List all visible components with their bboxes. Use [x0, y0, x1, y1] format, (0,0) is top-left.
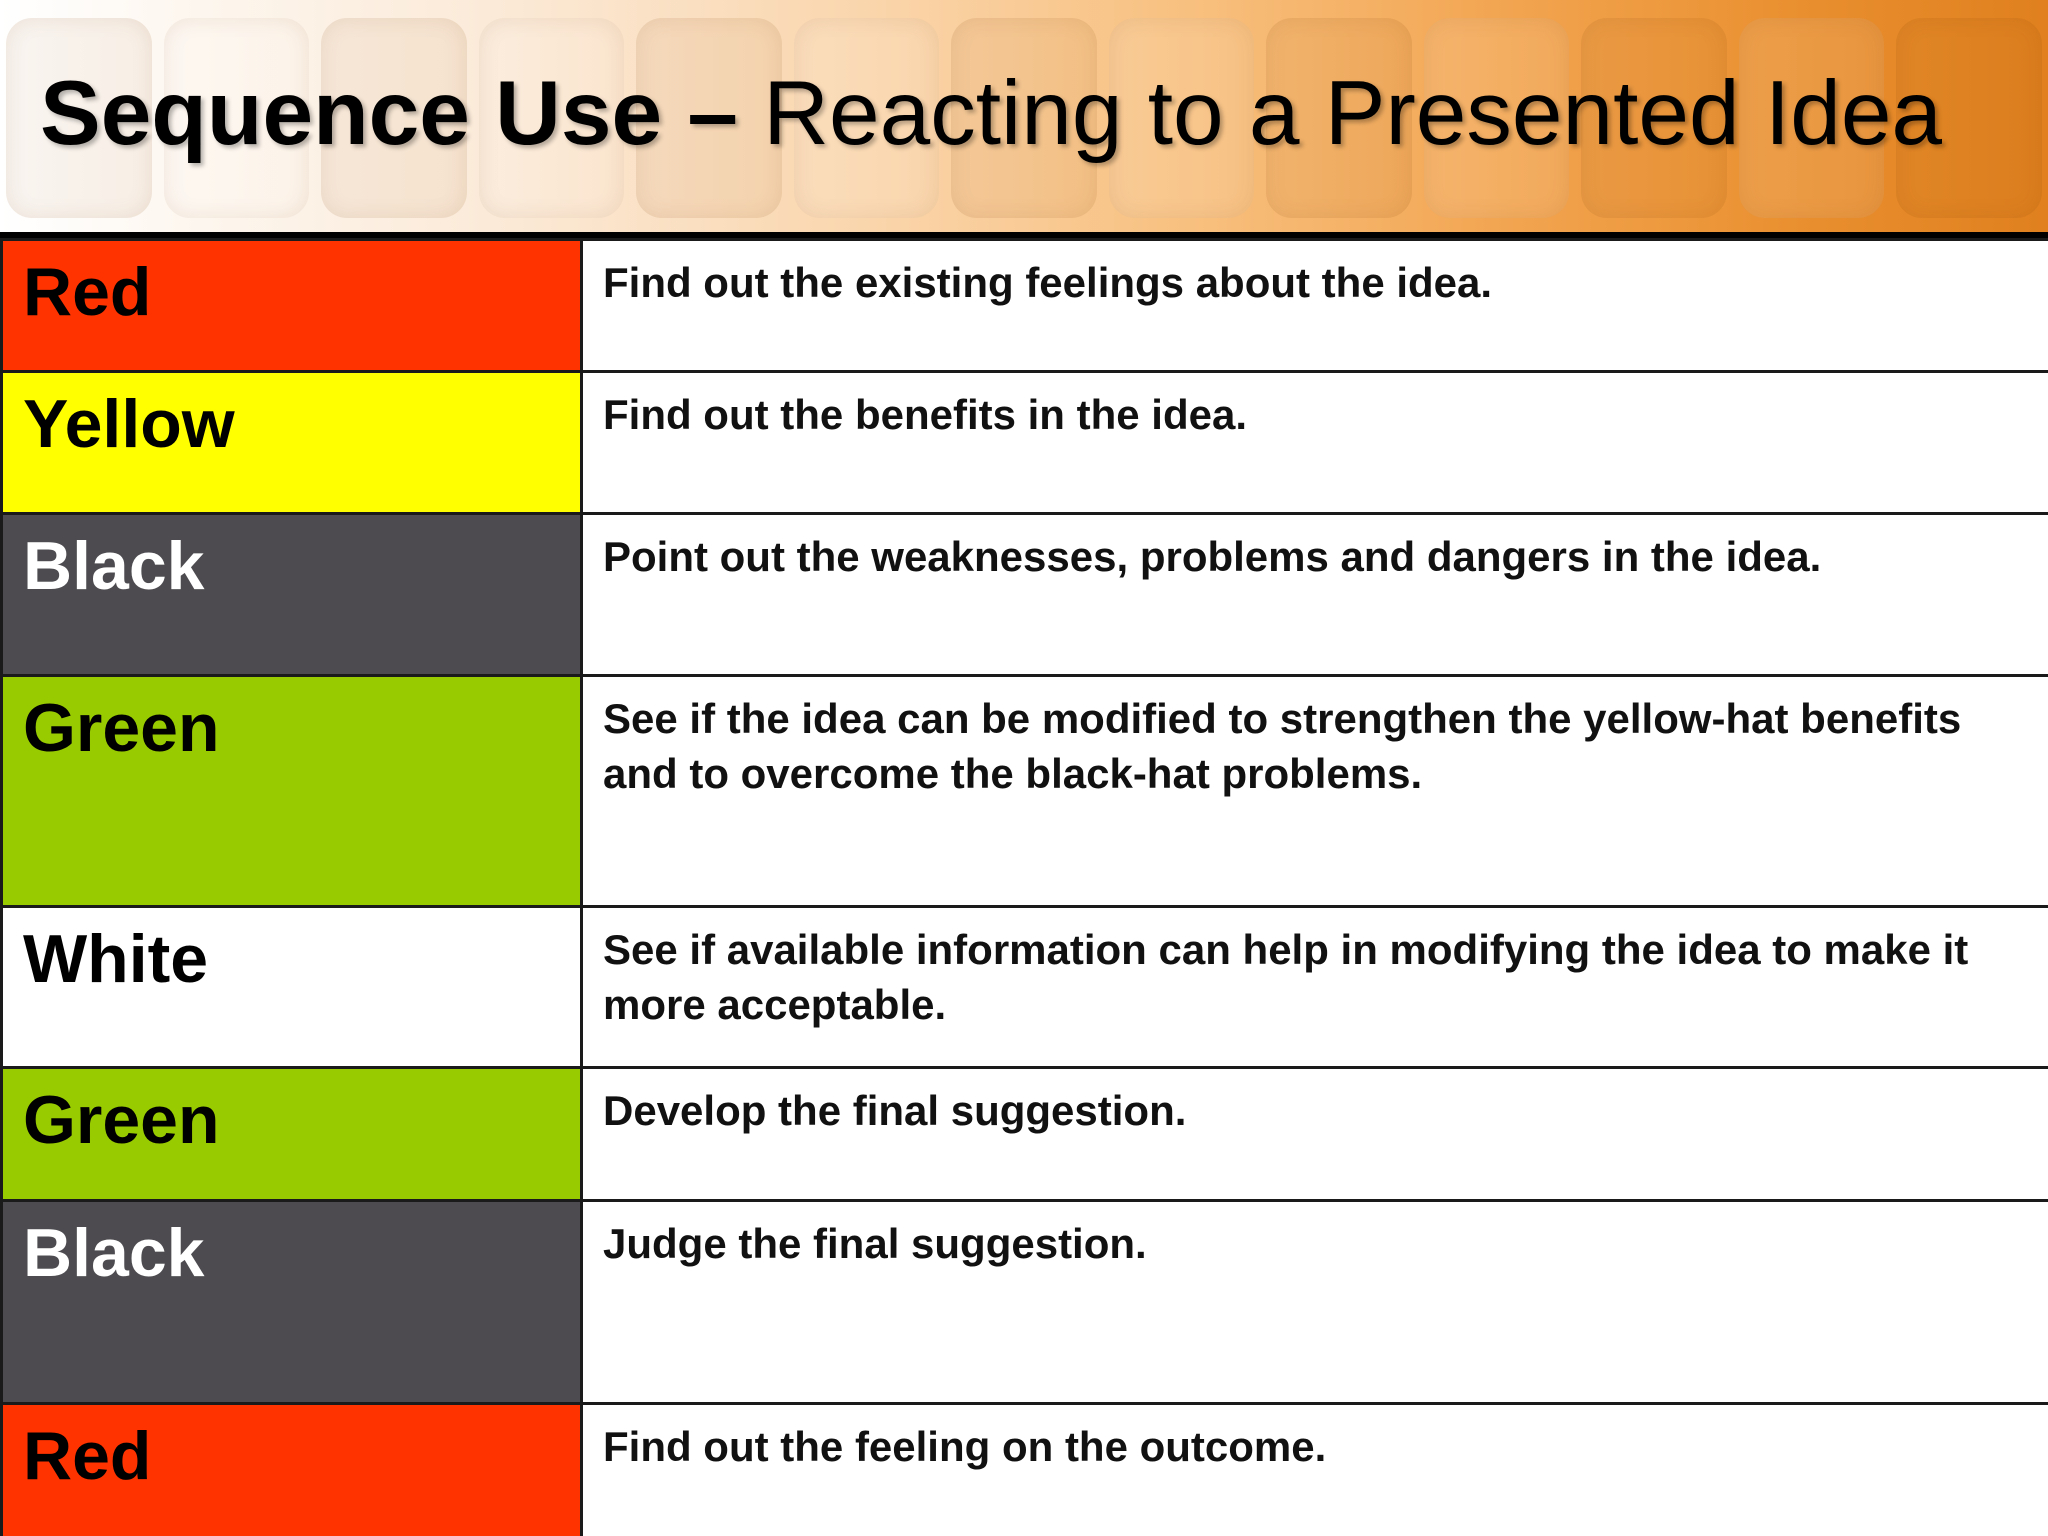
hat-description-cell: Judge the final suggestion. — [580, 1199, 2048, 1405]
header-image-tile — [1108, 18, 1255, 218]
table-row: Red Find out the feeling on the outcome. — [0, 1402, 2048, 1536]
header-banner: Sequence Use – Reacting to a Presented I… — [0, 0, 2048, 232]
table-row: Black Point out the weaknesses, problems… — [0, 512, 2048, 677]
hat-color-cell: White — [0, 905, 583, 1069]
slide-title-rest: Reacting to a Presented Idea — [738, 63, 1943, 164]
header-image-tile — [951, 18, 1097, 218]
table-row: Green Develop the final suggestion. — [0, 1066, 2048, 1202]
hat-description-cell: Point out the weaknesses, problems and d… — [580, 512, 2048, 677]
hat-description-cell: Find out the benefits in the idea. — [580, 370, 2048, 515]
header-image-tile — [1581, 18, 1727, 218]
hat-color-cell: Black — [0, 512, 583, 677]
hat-description-cell: Find out the existing feelings about the… — [580, 238, 2048, 373]
table-row: Yellow Find out the benefits in the idea… — [0, 370, 2048, 515]
table-row: Red Find out the existing feelings about… — [0, 238, 2048, 373]
header-image-tile — [478, 18, 625, 218]
table-row: Black Judge the final suggestion. — [0, 1199, 2048, 1405]
hat-description-cell: Find out the feeling on the outcome. — [580, 1402, 2048, 1536]
header-image-tile — [793, 18, 940, 218]
header-image-tile — [1738, 18, 1885, 218]
header-image-tile — [321, 18, 467, 218]
hat-color-cell: Red — [0, 1402, 583, 1536]
hat-color-cell: Green — [0, 674, 583, 908]
header-image-tile — [1423, 18, 1570, 218]
header-image-tile — [1266, 18, 1412, 218]
hat-color-cell: Yellow — [0, 370, 583, 515]
title-divider — [0, 232, 2048, 240]
header-image-tile — [1896, 18, 2042, 218]
hat-sequence-table: Red Find out the existing feelings about… — [0, 238, 2048, 1536]
header-image-tile — [6, 18, 152, 218]
header-image-strip — [0, 0, 2048, 232]
hat-color-cell: Red — [0, 238, 583, 373]
header-image-tile — [636, 18, 782, 218]
header-image-tile — [163, 18, 310, 218]
slide-title-bold: Sequence Use – — [40, 63, 739, 164]
table-row: Green See if the idea can be modified to… — [0, 674, 2048, 908]
hat-description-cell: Develop the final suggestion. — [580, 1066, 2048, 1202]
table-row: White See if available information can h… — [0, 905, 2048, 1069]
hat-color-cell: Green — [0, 1066, 583, 1202]
hat-color-cell: Black — [0, 1199, 583, 1405]
slide-title: Sequence Use – Reacting to a Presented I… — [40, 62, 1942, 166]
hat-description-cell: See if available information can help in… — [580, 905, 2048, 1069]
hat-description-cell: See if the idea can be modified to stren… — [580, 674, 2048, 908]
